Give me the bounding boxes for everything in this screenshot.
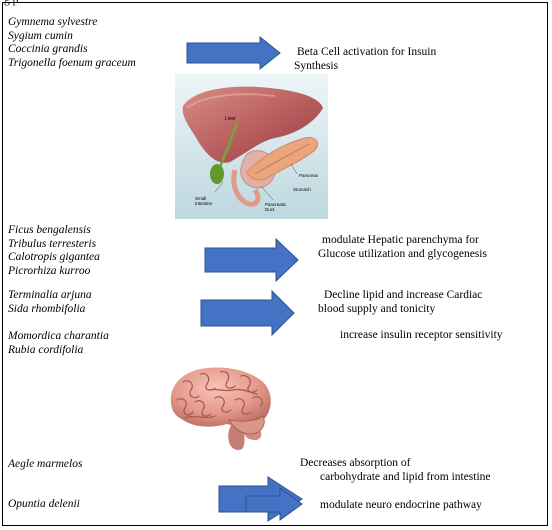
effect-text-1: Beta Cell activation for Insuin Synthesi… bbox=[294, 46, 436, 73]
effect-line: blood supply and tonicity bbox=[318, 302, 436, 315]
right-arrow-icon bbox=[204, 237, 299, 283]
plant-name: Rubia cordifolia bbox=[8, 343, 84, 356]
plant-name: Aegle marmelos bbox=[8, 458, 83, 470]
label-pancreas: Pancreas bbox=[299, 173, 319, 178]
figure-border bbox=[2, 2, 548, 526]
right-arrow-icon bbox=[200, 289, 295, 337]
plant-list-6: Opuntia delenii bbox=[8, 498, 80, 512]
plant-list-5: Aegle marmelos bbox=[8, 458, 82, 472]
plant-name: Momordica charantia bbox=[8, 330, 109, 342]
plant-name: Opuntia delenii bbox=[8, 498, 80, 510]
plant-list-3: Terminalia arjuna Sida rhombifolia bbox=[8, 289, 92, 316]
right-arrow-icon bbox=[218, 476, 303, 522]
brain-illustration bbox=[170, 367, 271, 450]
effect-line: modulate Hepatic parenchyma for bbox=[322, 234, 479, 246]
label-liver: Liver bbox=[225, 116, 236, 122]
effect-text-2: modulate Hepatic parenchyma for Glucose … bbox=[318, 234, 487, 261]
label-stomach: Stomach bbox=[293, 187, 311, 192]
effect-line: Glucose utilization and glycogenesis bbox=[318, 247, 487, 260]
effect-line: carbohydrate and lipid from intestine bbox=[320, 470, 491, 483]
effect-line: Beta Cell activation for Insuin bbox=[297, 46, 437, 58]
effect-line: modulate neuro endocrine pathway bbox=[320, 499, 482, 511]
effect-text-4: increase insulin receptor sensitivity bbox=[340, 329, 503, 343]
effect-text-6: modulate neuro endocrine pathway bbox=[320, 499, 482, 513]
effect-line: increase insulin receptor sensitivity bbox=[340, 329, 503, 341]
plant-name: Terminalia arjuna bbox=[8, 289, 92, 301]
plant-name: Tribulus terresteris bbox=[8, 237, 97, 250]
plant-name: Calotropis gigantea bbox=[8, 251, 100, 264]
effect-line: Decreases absorption of bbox=[300, 457, 411, 469]
header-fragment: g p bbox=[4, 0, 19, 6]
plant-name: Trigonella foenum graceum bbox=[8, 56, 136, 69]
effect-line: Synthesis bbox=[294, 59, 339, 72]
plant-name: Picrorhiza kurroo bbox=[8, 264, 91, 277]
plant-name: Sida rhombifolia bbox=[8, 302, 86, 315]
plant-name: Gymnema sylvestre bbox=[8, 16, 98, 28]
right-arrow-icon bbox=[186, 35, 281, 71]
plant-list-2: Ficus bengalensis Tribulus terresteris C… bbox=[8, 224, 100, 278]
effect-text-3: Decline lipid and increase Cardiac blood… bbox=[318, 289, 482, 316]
effect-text-5: Decreases absorption of carbohydrate and… bbox=[300, 457, 491, 484]
plant-list-1: Gymnema sylvestre Sygium cumin Coccinia … bbox=[8, 16, 136, 70]
plant-name: Ficus bengalensis bbox=[8, 224, 91, 236]
plant-name: Sygium cumin bbox=[8, 29, 73, 42]
plant-name: Coccinia grandis bbox=[8, 43, 88, 56]
plant-list-4: Momordica charantia Rubia cordifolia bbox=[8, 330, 109, 357]
effect-line: Decline lipid and increase Cardiac bbox=[324, 289, 483, 301]
